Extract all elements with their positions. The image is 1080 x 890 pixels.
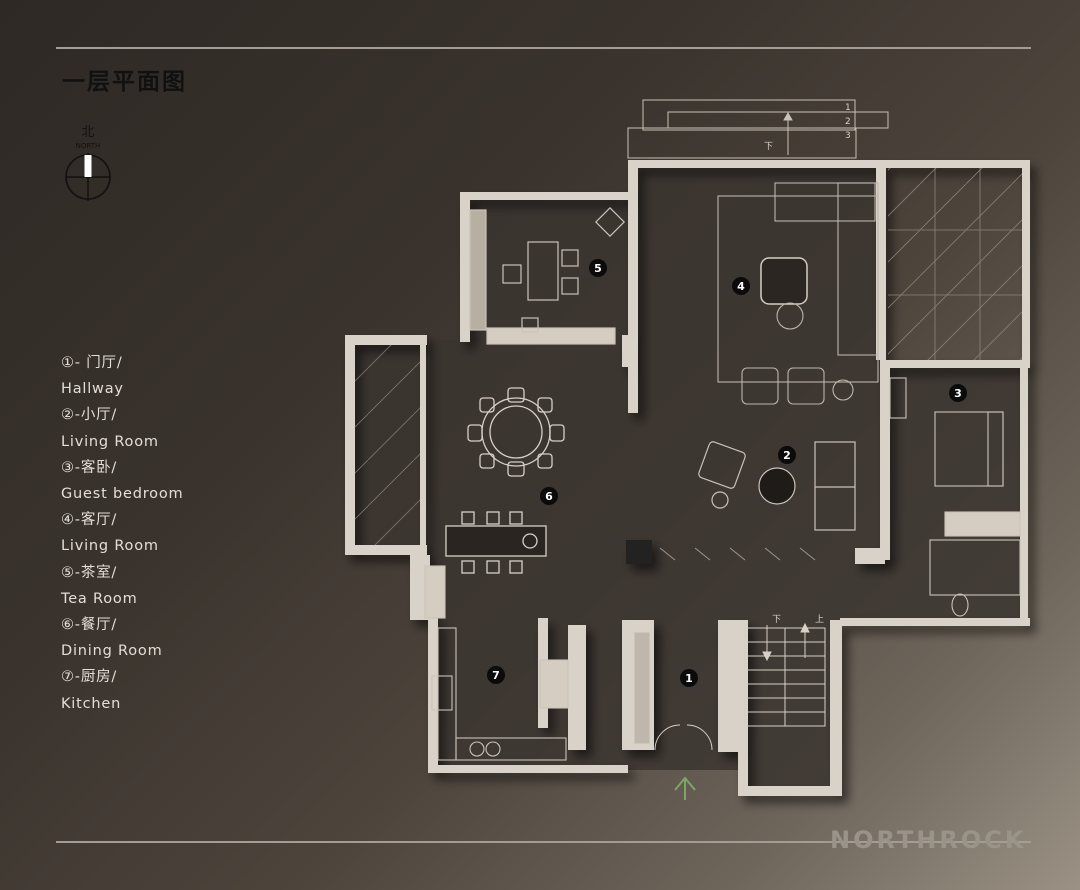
legend-item-2-cn: ②-小厅/: [61, 407, 118, 424]
legend-item-7-cn: ⑦-厨房/: [61, 669, 118, 686]
walls: [345, 160, 1030, 796]
brand-logo-text: NORTHROCK: [830, 826, 1027, 854]
entry-steps-top: [627, 99, 889, 159]
tea-room-furniture: [469, 207, 625, 345]
room-marker-4-text: 4: [737, 280, 745, 293]
room-marker-7-text: 7: [492, 669, 500, 682]
stair-down-label: 下: [772, 615, 781, 625]
guest-bedroom-furniture: [889, 377, 1021, 617]
room-legend: ①- 门厅/ Hallway ②-小厅/ Living Room ③-客卧/ G…: [61, 350, 311, 717]
legend-item-2-en: Living Room: [61, 433, 159, 450]
room-marker-1-text: 1: [685, 672, 693, 685]
step-label-2: 2: [845, 117, 851, 127]
balcony-hatch: [355, 345, 420, 545]
legend-item-4-cn: ④-客厅/: [61, 512, 118, 529]
small-living-furniture: [659, 441, 856, 561]
legend-item-5-en: Tea Room: [61, 590, 138, 607]
room-marker-5: 5: [589, 259, 607, 277]
bottom-rule: [56, 841, 1031, 843]
room-marker-1: 1: [680, 669, 698, 687]
terrace-hatch: [888, 168, 1022, 360]
compass-icon: 北 NORTH: [65, 125, 111, 201]
room-marker-6-text: 6: [545, 490, 553, 503]
floor-area: [345, 165, 1025, 790]
kitchen-furniture: [424, 565, 569, 761]
room-marker-6: 6: [540, 487, 558, 505]
north-compass: 北 NORTH: [62, 120, 114, 204]
top-rule: [56, 47, 1031, 49]
legend-item-6-en: Dining Room: [61, 643, 163, 660]
stair-up-label: 上: [815, 614, 824, 625]
room-marker-4: 4: [732, 277, 750, 295]
step-label-1: 1: [845, 103, 851, 113]
compass-cn-label: 北: [81, 125, 94, 140]
room-marker-7: 7: [487, 666, 505, 684]
living-room-furniture: [717, 182, 879, 405]
legend-item-1-cn: ①- 门厅/: [61, 355, 123, 371]
legend-item-7-en: Kitchen: [61, 695, 122, 712]
room-marker-5-text: 5: [594, 262, 602, 275]
legend-item-3-en: Guest bedroom: [61, 486, 184, 503]
step-label-3: 3: [845, 131, 851, 141]
legend-item-1-en: Hallway: [61, 381, 124, 398]
legend-item-6-cn: ⑥-餐厅/: [61, 617, 118, 634]
room-marker-2-text: 2: [783, 449, 791, 462]
legend-item-4-en: Living Room: [61, 538, 159, 555]
entry-arrow-icon: [674, 776, 696, 800]
room-marker-3-text: 3: [954, 387, 962, 400]
hallway-stairs: [633, 622, 826, 751]
room-marker-3: 3: [949, 384, 967, 402]
step-down-label: 下: [764, 142, 773, 152]
legend-item-3-cn: ③-客卧/: [61, 459, 118, 476]
page-title: 一层平面图: [62, 69, 187, 95]
compass-en-label: NORTH: [76, 142, 101, 150]
legend-item-5-cn: ⑤-茶室/: [61, 564, 118, 581]
dining-furniture: [445, 387, 565, 574]
room-marker-2: 2: [778, 446, 796, 464]
